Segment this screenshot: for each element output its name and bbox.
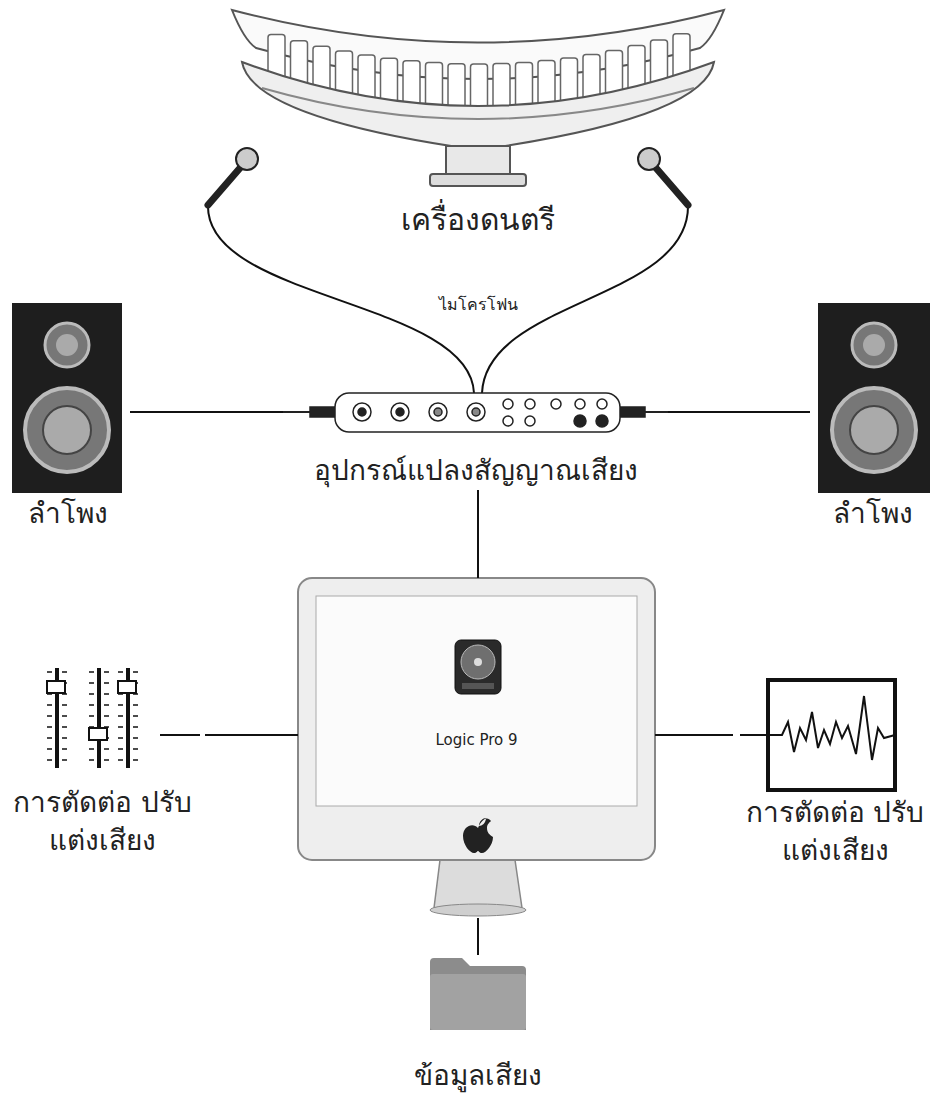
microphone-right bbox=[638, 148, 688, 205]
fader-tick bbox=[118, 737, 123, 739]
audio-interface-illustration bbox=[283, 393, 668, 432]
mixer-icon bbox=[47, 668, 200, 768]
fader-tick bbox=[133, 759, 138, 761]
fader-tick bbox=[118, 715, 123, 717]
speaker-left bbox=[12, 303, 122, 493]
speaker-label: ลำโพง bbox=[28, 495, 108, 533]
fader-tick bbox=[62, 726, 67, 728]
fader-tick bbox=[47, 726, 52, 728]
editing-tool-node: การตัดต่อ ปรับแต่งเสียง bbox=[733, 675, 937, 870]
fader-tick bbox=[118, 759, 123, 761]
fader-tick bbox=[89, 671, 94, 673]
fader-tick bbox=[47, 704, 52, 706]
microphone-label: ไมโครโฟน bbox=[435, 292, 522, 317]
fader-tick bbox=[133, 704, 138, 706]
fader-tick bbox=[104, 704, 109, 706]
speaker-label: ลำโพง bbox=[833, 495, 913, 533]
audio-interface-node: อุปกรณ์แปลงสัญญาณเสียง bbox=[283, 390, 668, 490]
fader-tick bbox=[62, 704, 67, 706]
connector-line bbox=[477, 918, 479, 955]
fader-tick bbox=[62, 759, 67, 761]
fader-tick bbox=[133, 715, 138, 717]
computer-label: Logic Pro 9 bbox=[435, 730, 517, 750]
speaker-node: ลำโพง bbox=[5, 303, 130, 533]
fader-tick bbox=[118, 671, 123, 673]
connector-line bbox=[655, 734, 733, 736]
fader-tick bbox=[47, 715, 52, 717]
instrument-label: เครื่องดนตรี bbox=[401, 200, 555, 241]
fader-tick bbox=[104, 715, 109, 717]
speaker-node: ลำโพง bbox=[810, 303, 935, 533]
fader-tick bbox=[89, 682, 94, 684]
fader-tick bbox=[62, 748, 67, 750]
waveform-icon bbox=[740, 680, 895, 790]
folder-icon bbox=[430, 958, 526, 1030]
connector-line bbox=[205, 734, 298, 736]
fader-tick bbox=[104, 682, 109, 684]
fader-tick bbox=[133, 726, 138, 728]
instrument-node: เครื่องดนตรี bbox=[230, 0, 726, 240]
imac-illustration bbox=[298, 578, 655, 916]
fader-tick bbox=[118, 726, 123, 728]
fader-tick bbox=[47, 759, 52, 761]
speaker-right bbox=[818, 303, 930, 493]
fader-tick bbox=[89, 704, 94, 706]
fader-tick bbox=[133, 748, 138, 750]
fader-tick bbox=[62, 671, 67, 673]
fader-tick bbox=[104, 748, 109, 750]
connector-line bbox=[668, 411, 810, 413]
connector-line bbox=[130, 411, 283, 413]
fader-tick bbox=[104, 759, 109, 761]
xylophone-illustration bbox=[232, 10, 724, 186]
audio-interface-label: อุปกรณ์แปลงสัญญาณเสียง bbox=[314, 452, 638, 490]
fader-tick bbox=[118, 748, 123, 750]
fader-tick bbox=[133, 737, 138, 739]
microphone-left bbox=[208, 148, 258, 205]
editing-tool-label: การตัดต่อ ปรับแต่งเสียง bbox=[735, 794, 935, 870]
fader-tick bbox=[118, 704, 123, 706]
fader-tick bbox=[47, 737, 52, 739]
fader-tick bbox=[104, 671, 109, 673]
computer-node: Logic Pro 9 bbox=[298, 578, 655, 918]
fader-tick bbox=[89, 693, 94, 695]
fader-tick bbox=[104, 693, 109, 695]
connector-line bbox=[477, 490, 479, 578]
fader-tick bbox=[47, 671, 52, 673]
editing-tool-label: การตัดต่อ ปรับแต่งเสียง bbox=[3, 784, 203, 860]
audio-file-node: ข้อมูลเสียง bbox=[398, 955, 558, 1095]
fader-tick bbox=[89, 759, 94, 761]
editing-tool-node: การตัดต่อ ปรับแต่งเสียง bbox=[0, 665, 205, 860]
fader-tick bbox=[133, 671, 138, 673]
fader-tick bbox=[62, 737, 67, 739]
fader-tick bbox=[89, 748, 94, 750]
fader-tick bbox=[47, 748, 52, 750]
fader-tick bbox=[62, 715, 67, 717]
fader-tick bbox=[89, 715, 94, 717]
audio-file-label: ข้อมูลเสียง bbox=[414, 1057, 542, 1095]
